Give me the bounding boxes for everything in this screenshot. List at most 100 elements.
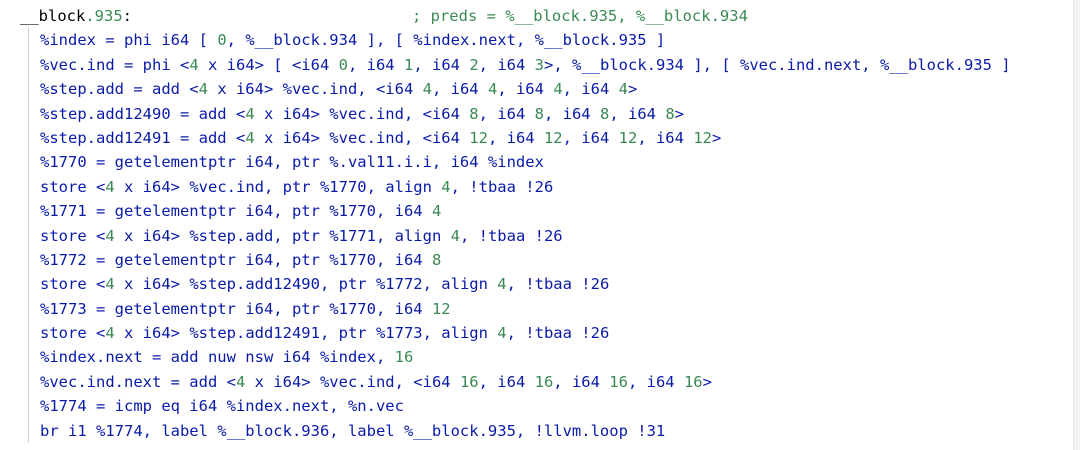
code-line[interactable]: store <4 x i64> %step.add12490, ptr %177… xyxy=(0,272,1070,297)
code-token: 8 xyxy=(469,104,479,123)
code-token: .935 xyxy=(85,7,123,25)
code-line[interactable]: br i1 %1774, label %__block.936, label %… xyxy=(0,418,1070,444)
code-line[interactable]: %1773 = getelementptr i64, ptr %1770, i6… xyxy=(0,296,1070,322)
code-line[interactable]: %1772 = getelementptr i64, ptr %1770, i6… xyxy=(0,247,1070,273)
indent-guide xyxy=(28,52,29,78)
code-token: store < xyxy=(40,177,106,196)
code-token: 4 xyxy=(189,55,199,74)
vertical-scrollbar[interactable] xyxy=(1073,0,1080,450)
code-token: 0 xyxy=(217,31,227,50)
code-token: %1772 = getelementptr i64, ptr %1770, i6… xyxy=(40,250,432,269)
code-line[interactable]: %1774 = icmp eq i64 %index.next, %n.vec xyxy=(0,394,1070,419)
indent-guide xyxy=(28,272,29,297)
code-token: > xyxy=(674,104,685,123)
code-token: x i64> %vec.ind, <i64 xyxy=(254,128,470,147)
code-line[interactable]: %vec.ind = phi <4 x i64> [ <i64 0, i64 1… xyxy=(0,52,1070,78)
code-line[interactable]: %1771 = getelementptr i64, ptr %1770, i6… xyxy=(0,199,1070,224)
code-token: 12 xyxy=(469,128,488,147)
code-token: 4 xyxy=(105,275,115,294)
code-token: 4 xyxy=(198,80,208,99)
indent-guide xyxy=(28,418,29,444)
code-token: , !tbaa !26 xyxy=(506,275,610,294)
code-token: 12 xyxy=(431,299,451,318)
code-token: 4 xyxy=(450,226,460,245)
code-token: 4 xyxy=(553,80,563,99)
code-token: %1773 = getelementptr i64, ptr %1770, i6… xyxy=(40,299,432,318)
code-token: %1771 = getelementptr i64, ptr %1770, i6… xyxy=(40,202,432,221)
code-token: 4 xyxy=(105,324,115,343)
code-token: 4 xyxy=(245,128,255,147)
indent-guide xyxy=(28,174,29,200)
code-token: x i64> [ <i64 xyxy=(198,55,339,74)
code-token: 3 xyxy=(534,55,545,74)
code-line-block-label[interactable]: __block.935: ; preds = %__block.935, %__… xyxy=(0,4,1070,28)
code-token: , i64 xyxy=(478,104,535,123)
code-token: , i64 xyxy=(347,55,404,74)
code-token: %1770 = getelementptr i64, ptr %.val11.i… xyxy=(40,153,544,172)
code-token: 4 xyxy=(105,226,115,245)
code-token: br i1 %1774, label %__block.936, label %… xyxy=(40,421,666,440)
code-token: x i64> %vec.ind, ptr %1770, align xyxy=(114,177,442,196)
code-line[interactable]: store <4 x i64> %vec.ind, ptr %1770, ali… xyxy=(0,174,1070,200)
code-token: > xyxy=(711,128,722,147)
code-token: 4 xyxy=(487,80,498,99)
code-line[interactable]: %step.add12490 = add <4 x i64> %vec.ind,… xyxy=(0,101,1070,126)
code-token: , i64 xyxy=(497,80,554,99)
code-token: 0 xyxy=(338,55,348,74)
code-token: x i64> %vec.ind, <i64 xyxy=(254,104,470,123)
code-token: 4 xyxy=(235,372,246,391)
code-token: 16 xyxy=(394,348,414,367)
code-token: , i64 xyxy=(431,80,488,99)
code-token: 16 xyxy=(534,372,554,391)
code-line[interactable]: %vec.ind.next = add <4 x i64> %vec.ind, … xyxy=(0,369,1070,395)
code-token: %vec.ind.next = add < xyxy=(40,372,236,391)
code-token: , i64 xyxy=(543,104,600,123)
code-token: 8 xyxy=(431,250,442,269)
code-line[interactable]: %1770 = getelementptr i64, ptr %.val11.i… xyxy=(0,150,1070,175)
code-token: 4 xyxy=(497,324,507,343)
code-line[interactable]: %step.add12491 = add <4 x i64> %vec.ind,… xyxy=(0,125,1070,151)
code-token: 1 xyxy=(403,55,414,74)
code-token: x i64> %step.add, ptr %1771, align xyxy=(114,226,451,245)
code-token: 4 xyxy=(618,80,628,99)
code-line[interactable]: %index = phi i64 [ 0, %__block.934 ], [ … xyxy=(0,28,1070,53)
code-line[interactable]: %step.add = add <4 x i64> %vec.ind, <i64… xyxy=(0,77,1070,102)
indent-guide xyxy=(28,321,29,346)
code-token: __block xyxy=(20,7,86,25)
code-token: 8 xyxy=(534,104,544,123)
code-token: %vec.ind = phi < xyxy=(40,55,190,74)
code-token: , i64 xyxy=(413,55,470,74)
code-token: , %__block.934 ], [ %index.next, %__bloc… xyxy=(226,31,666,50)
indent-guide xyxy=(28,101,29,126)
code-token: %index = phi i64 [ xyxy=(40,31,218,50)
code-token: 8 xyxy=(599,104,610,123)
code-token: store < xyxy=(40,324,106,343)
code-token: > xyxy=(628,80,638,99)
code-token: %step.add12490 = add < xyxy=(40,104,246,123)
code-token: 16 xyxy=(459,372,479,391)
code-token: , !tbaa !26 xyxy=(506,324,610,343)
code-token: , i64 xyxy=(487,128,544,147)
code-token: , i64 xyxy=(478,55,535,74)
indent-guide xyxy=(28,369,29,395)
code-token: store < xyxy=(40,226,106,245)
indent-guide xyxy=(28,394,29,419)
code-token: , !tbaa !26 xyxy=(450,177,554,196)
code-token: >, %__block.934 ], [ %vec.ind.next, %__b… xyxy=(544,55,1011,74)
code-line[interactable]: %index.next = add nuw nsw i64 %index, 16 xyxy=(0,345,1070,370)
code-token: 4 xyxy=(497,275,507,294)
code-token: 16 xyxy=(609,372,628,391)
code-line[interactable]: store <4 x i64> %step.add, ptr %1771, al… xyxy=(0,223,1070,248)
code-token: x i64> %vec.ind, <i64 xyxy=(207,80,423,99)
code-token: : xyxy=(122,7,132,25)
code-token: , i64 xyxy=(562,128,619,147)
indent-guide xyxy=(28,150,29,175)
code-token: , i64 xyxy=(609,104,666,123)
code-token: , i64 xyxy=(562,80,619,99)
code-view[interactable]: __block.935: ; preds = %__block.935, %__… xyxy=(0,4,1070,444)
code-token: %step.add = add < xyxy=(40,80,199,99)
code-token: %1774 = icmp eq i64 %index.next, %n.vec xyxy=(40,397,404,416)
code-line[interactable]: store <4 x i64> %step.add12491, ptr %177… xyxy=(0,321,1070,346)
code-token: > xyxy=(702,372,712,391)
